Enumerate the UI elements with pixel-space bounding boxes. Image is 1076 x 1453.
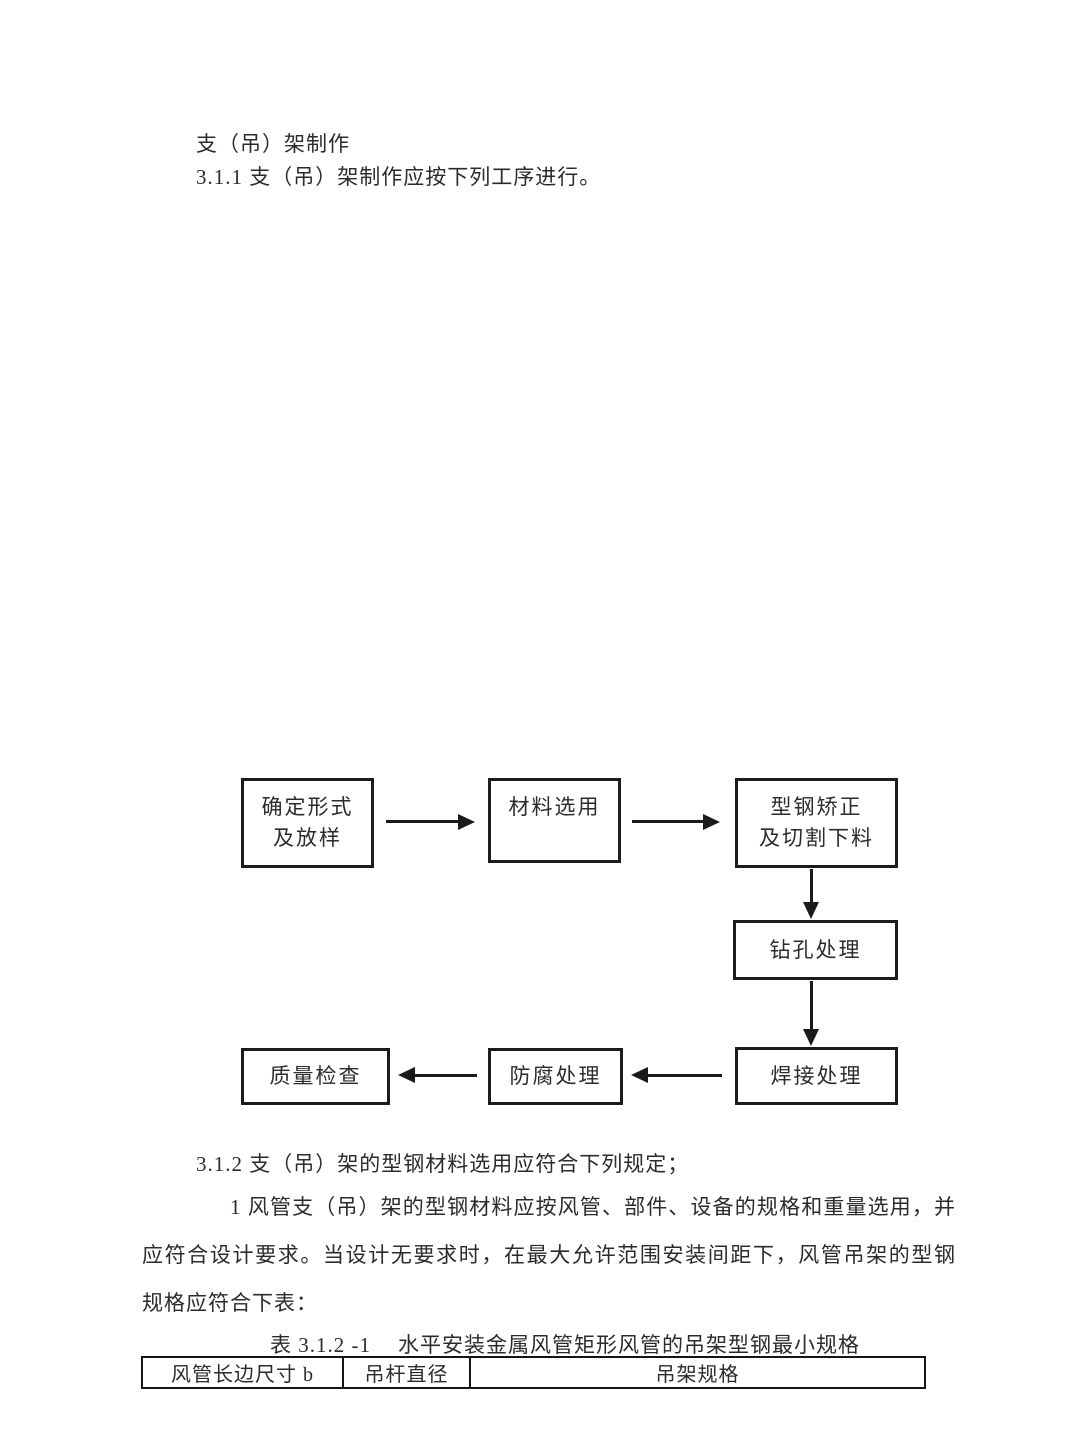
table-caption-title: 水平安装金属风管矩形风管的吊架型钢最小规格	[398, 1333, 860, 1357]
paragraph-line: 1 风管支（吊）架的型钢材料应按风管、部件、设备的规格和重量选用，并	[230, 1195, 956, 1219]
paragraph-line: 应符合设计要求。当设计无要求时，在最大允许范围安装间距下，风管吊架的型钢	[142, 1243, 956, 1267]
clause-3-1-2: 3.1.2 支（吊）架的型钢材料选用应符合下列规定；	[196, 1152, 690, 1176]
table-header-row: 风管长边尺寸 b 吊杆直径 吊架规格	[141, 1356, 926, 1389]
flow-node-welding: 焊接处理	[735, 1047, 898, 1105]
flow-node-material-selection: 材料选用	[488, 778, 621, 863]
flow-node-steel-straighten-cut: 型钢矫正 及切割下料	[735, 778, 898, 868]
paragraph-line: 规格应符合下表：	[142, 1291, 318, 1315]
hanger-spec-table: 风管长边尺寸 b 吊杆直径 吊架规格	[141, 1356, 926, 1389]
table-caption: 表 3.1.2 -1 水平安装金属风管矩形风管的吊架型钢最小规格	[270, 1329, 860, 1359]
flow-node-determine-form-layout: 确定形式 及放样	[241, 778, 374, 868]
flow-node-quality-inspection: 质量检查	[241, 1048, 390, 1105]
col-header-hanger-spec: 吊架规格	[469, 1356, 926, 1389]
col-header-rod-diameter: 吊杆直径	[342, 1356, 471, 1389]
clause-3-1-1: 3.1.1 支（吊）架制作应按下列工序进行。	[196, 165, 602, 189]
flow-node-drilling: 钻孔处理	[733, 920, 898, 980]
table-caption-number: 表 3.1.2 -1	[270, 1333, 371, 1357]
col-header-duct-long-side: 风管长边尺寸 b	[141, 1356, 344, 1389]
section-heading: 支（吊）架制作	[196, 132, 350, 156]
flow-node-anti-corrosion: 防腐处理	[488, 1048, 623, 1105]
